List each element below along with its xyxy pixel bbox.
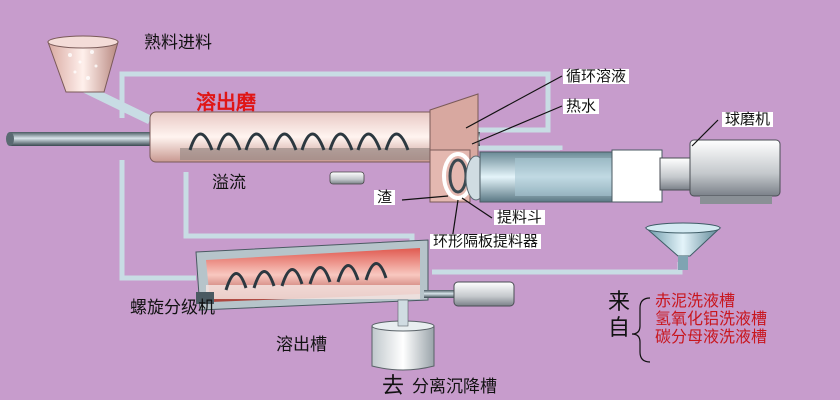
outer-loop-pipe <box>119 160 196 281</box>
ball-mill-motor <box>659 139 781 204</box>
circulating-liquor-label: 循环溶液 <box>563 69 630 84</box>
leader-lines <box>401 75 719 241</box>
classifier-motor <box>453 281 515 307</box>
source-pipe <box>432 262 683 275</box>
source-item-red-mud: 赤泥洗液槽 <box>655 291 736 310</box>
spiral-classifier-label: 螺旋分级机 <box>130 298 215 318</box>
to-label: 去 <box>382 374 405 399</box>
dissolution-mill-drum <box>149 93 479 163</box>
ring-lifter-label: 环形隔板提料器 <box>430 234 542 249</box>
classifier-shaft <box>424 290 454 298</box>
dissolution-tank <box>371 299 435 371</box>
dissolution-tank-label: 溶出槽 <box>276 335 327 355</box>
feed-label: 熟料进料 <box>144 33 212 53</box>
hot-water-label: 热水 <box>563 99 600 114</box>
bucket-label: 提料斗 <box>494 210 546 225</box>
from-label: 来自 <box>608 290 631 341</box>
overflow-label: 溢流 <box>212 173 246 193</box>
settling-tank-label: 分离沉降槽 <box>412 377 497 397</box>
source-bracket <box>631 297 651 363</box>
circulating-pipe <box>119 71 551 133</box>
source-item-carbonation-mother-liquor: 碳分母液洗液槽 <box>655 327 768 346</box>
drive-motor <box>329 171 365 185</box>
residue-label: 渣 <box>374 190 396 205</box>
source-funnel <box>644 222 722 270</box>
ball-mill <box>479 149 663 203</box>
source-item-aluminum-hydroxide: 氢氧化铝洗液槽 <box>655 309 768 328</box>
ball-mill-label: 球磨机 <box>722 112 774 127</box>
feed-chute <box>82 83 152 125</box>
feed-hopper <box>47 35 119 93</box>
ring-lifter <box>429 149 487 203</box>
dissolution-mill-label: 溶出磨 <box>196 90 256 114</box>
spiral-classifier-body <box>195 239 429 311</box>
